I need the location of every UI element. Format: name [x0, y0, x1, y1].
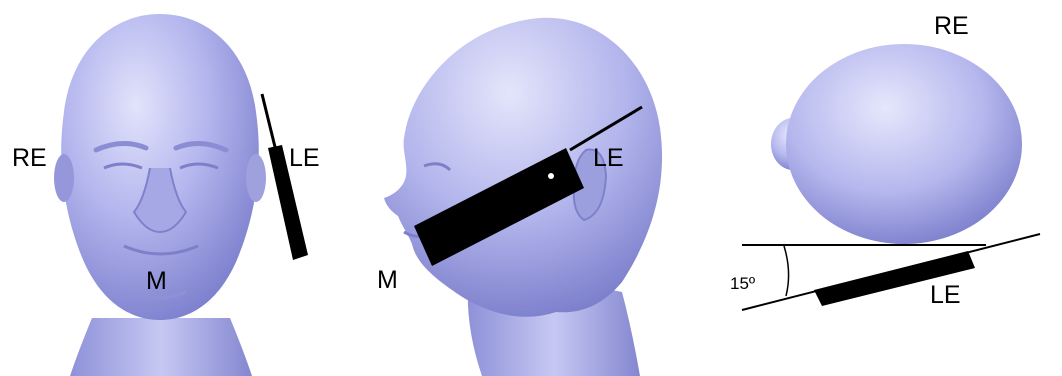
top-angle-arc: [784, 246, 789, 296]
front-neck: [70, 318, 252, 376]
front-right-ear: [54, 154, 74, 202]
side-label-mouth: M: [377, 268, 398, 293]
side-phone-speaker: [548, 173, 554, 179]
side-label-left-ear: LE: [593, 146, 624, 171]
side-view: [384, 18, 662, 376]
top-view: [742, 44, 1040, 310]
front-label-mouth: M: [146, 269, 167, 294]
front-view: [54, 14, 308, 376]
front-left-ear: [246, 154, 266, 202]
top-label-angle: 15º: [730, 275, 755, 292]
front-phone-antenna: [262, 94, 275, 147]
front-label-right-ear: RE: [12, 146, 47, 171]
front-label-left-ear: LE: [289, 146, 320, 171]
top-label-right-ear: RE: [934, 14, 969, 39]
top-label-left-ear: LE: [930, 283, 961, 308]
top-head: [786, 44, 1022, 244]
